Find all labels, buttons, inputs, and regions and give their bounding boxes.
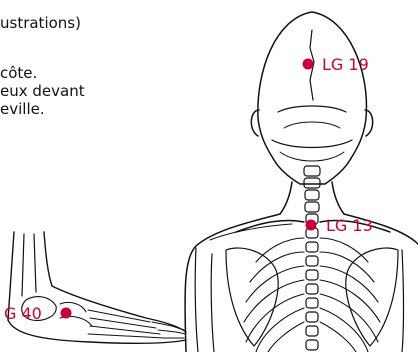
lateral-foot-skeleton — [8, 232, 186, 343]
point-g40: G 40 — [4, 304, 72, 323]
point-lg13-label: LG 13 — [326, 216, 373, 235]
point-g40-label: G 40 — [4, 304, 42, 323]
point-lg13: LG 13 — [306, 216, 373, 235]
point-lg19-label: LG 19 — [322, 55, 369, 74]
point-g40-marker — [61, 308, 72, 319]
posterior-head-skeleton — [185, 12, 418, 352]
point-lg13-marker — [306, 220, 317, 231]
point-lg19-marker — [303, 59, 314, 70]
